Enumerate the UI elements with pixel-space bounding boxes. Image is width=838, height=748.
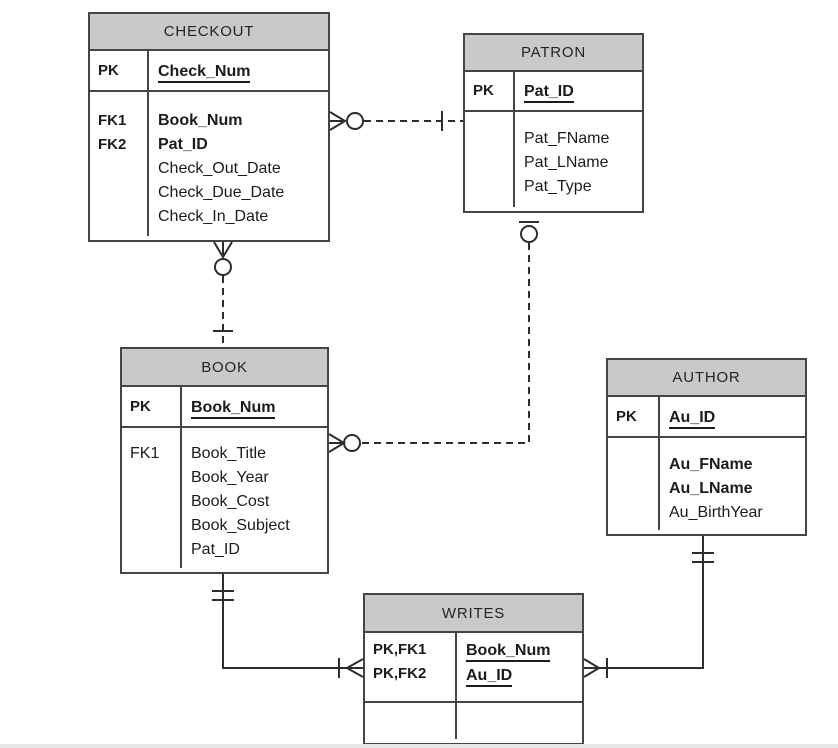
solid-line [222, 574, 347, 669]
attribute: Pat_FName [524, 130, 610, 147]
key-label: PK,FK2 [373, 665, 427, 682]
attribute: Pat_LName [524, 154, 609, 171]
key-label: FK1 [130, 445, 160, 462]
entity-title: PATRON [465, 35, 642, 72]
pk-row: PK,FK1 PK,FK2 Book_Num Au_ID [365, 633, 582, 703]
entity-title: BOOK [122, 349, 327, 387]
zero-or-many-icon [328, 433, 361, 453]
pk-attribute: Book_Num [191, 398, 276, 419]
attribute: Book_Subject [191, 517, 290, 534]
key-label: PK [473, 82, 494, 99]
page-edge-strip [0, 744, 838, 748]
connector-author-writes [583, 536, 714, 678]
pk-attribute: Book_Num [466, 641, 551, 662]
key-label: FK2 [98, 136, 127, 153]
dashed-line [361, 243, 530, 444]
zero-or-one-icon [519, 221, 539, 243]
pk-attribute: Au_ID [466, 666, 513, 687]
zero-or-many-icon [213, 241, 233, 276]
attribute: Pat_ID [158, 136, 208, 153]
attribute: Book_Num [158, 112, 243, 129]
attribute: Book_Title [191, 445, 266, 462]
entity-title: AUTHOR [608, 360, 805, 397]
pk-row: PK Au_ID [608, 397, 805, 438]
pk-attribute: Check_Num [158, 62, 251, 83]
connector-patron-book [328, 221, 539, 453]
key-label: PK,FK1 [373, 641, 427, 658]
one-or-many-icon [583, 658, 608, 678]
attribute: Book_Year [191, 469, 269, 486]
attribute-section [365, 703, 582, 739]
pk-attribute: Pat_ID [524, 82, 574, 103]
attribute-section: Au_FName Au_LName Au_BirthYear [608, 438, 805, 530]
pk-row: PK Pat_ID [465, 72, 642, 112]
pk-attribute: Au_ID [669, 408, 716, 429]
key-label: PK [130, 397, 151, 415]
attribute: Au_LName [669, 480, 753, 497]
connector-book-writes [212, 574, 364, 678]
one-or-many-icon [338, 658, 364, 678]
key-label: PK [616, 407, 637, 425]
attribute-section: Pat_FName Pat_LName Pat_Type [465, 112, 642, 207]
attribute: Pat_ID [191, 541, 240, 558]
pk-row: PK Book_Num [122, 387, 327, 428]
attribute: Au_FName [669, 456, 753, 473]
attribute: Book_Cost [191, 493, 270, 510]
entity-author: AUTHOR PK Au_ID Au_FName Au_LName Au_Bir… [606, 358, 807, 536]
entity-book: BOOK PK Book_Num FK1 Book_Title Book_Yea… [120, 347, 329, 574]
attribute-section: FK1 Book_Title Book_Year Book_Cost Book_… [122, 428, 327, 568]
pk-row: PK Check_Num [90, 51, 328, 92]
attribute: Check_In_Date [158, 208, 269, 225]
entity-title: CHECKOUT [90, 14, 328, 51]
connector-checkout-patron [329, 111, 463, 131]
attribute: Check_Out_Date [158, 160, 281, 177]
entity-patron: PATRON PK Pat_ID Pat_FName Pat_LName Pat… [463, 33, 644, 213]
one-and-only-one-icon [212, 590, 234, 601]
attribute: Pat_Type [524, 178, 592, 195]
connector-checkout-book [213, 241, 233, 347]
one-and-only-one-icon [692, 552, 714, 563]
entity-title: WRITES [365, 595, 582, 633]
key-label: PK [98, 61, 119, 79]
attribute: Check_Due_Date [158, 184, 285, 201]
key-label: FK1 [98, 112, 127, 129]
entity-checkout: CHECKOUT PK Check_Num FK1 FK2 Book_Num P… [88, 12, 330, 242]
zero-or-many-icon [329, 111, 364, 131]
attribute-section: FK1 FK2 Book_Num Pat_ID Check_Out_Date C… [90, 92, 328, 236]
entity-writes: WRITES PK,FK1 PK,FK2 Book_Num Au_ID [363, 593, 584, 745]
attribute: Au_BirthYear [669, 504, 763, 521]
solid-line [599, 536, 704, 669]
